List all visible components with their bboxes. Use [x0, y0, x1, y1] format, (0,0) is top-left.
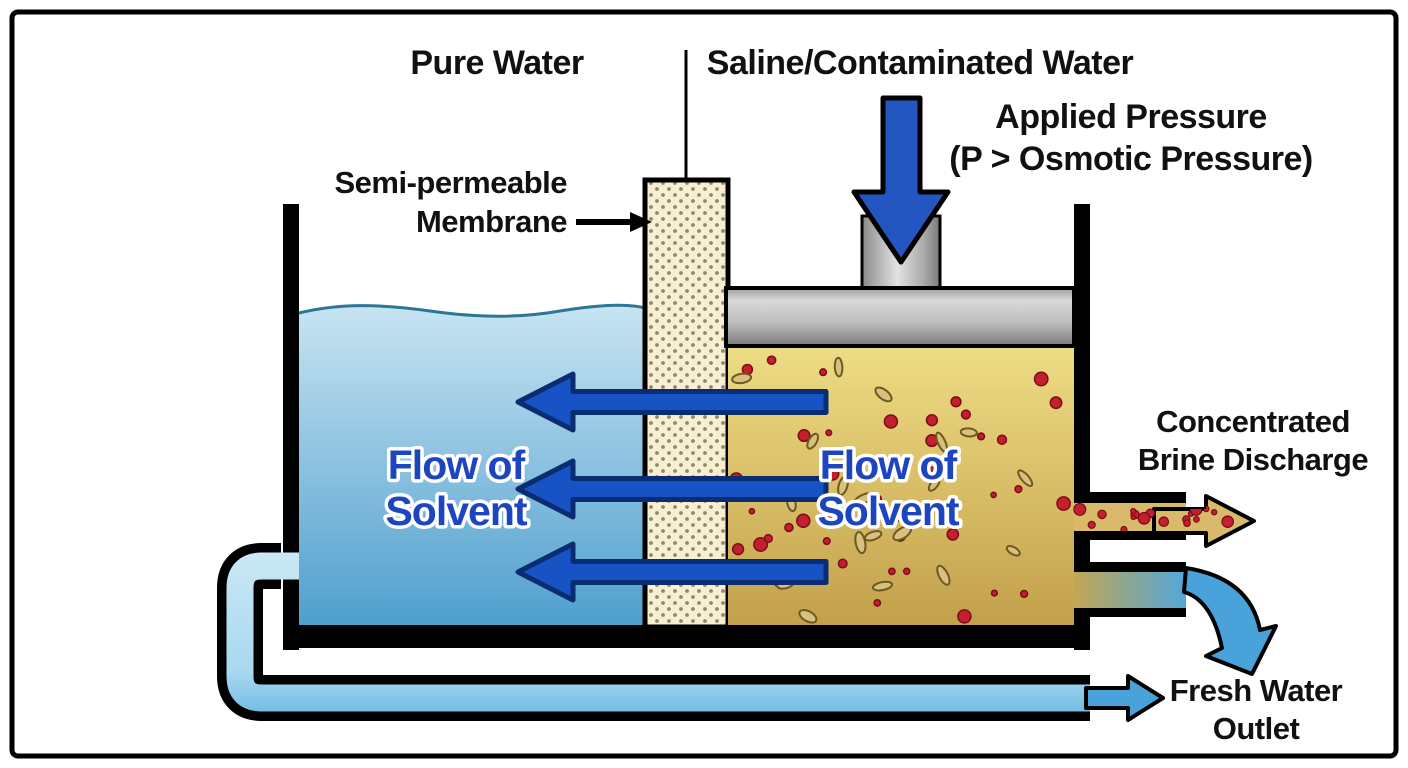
brine-pipe-top-wall	[1086, 492, 1186, 503]
applied-pressure-label-line1: Applied Pressure	[995, 98, 1267, 136]
fresh-water-pipe-fluid	[226, 552, 1090, 712]
flow-arrow-bottom-icon	[515, 541, 829, 603]
fresh-water-outlet-arrow-icon	[1084, 674, 1165, 722]
fresh-pipe-top-wall	[1086, 562, 1186, 572]
applied-pressure-label-line2: (P > Osmotic Pressure)	[949, 140, 1312, 178]
fresh-outlet-fluid	[1070, 572, 1186, 608]
flow-of-solvent-right-line2: Solvent	[817, 488, 959, 534]
flow-arrow-top-icon	[515, 371, 829, 433]
fresh-water-label-line2: Outlet	[1213, 711, 1300, 746]
flow-of-solvent-right-line1: Flow of	[820, 442, 958, 488]
pure-water-label: Pure Water	[410, 44, 584, 82]
fresh-water-label-line1: Fresh Water	[1170, 673, 1343, 708]
applied-pressure-arrow-icon	[851, 95, 951, 265]
tank-left-wall	[283, 204, 299, 650]
water-surface-line	[298, 303, 646, 318]
brine-discharge-label-line1: Concentrated	[1156, 404, 1350, 439]
brine-pipe-bottom-wall	[1086, 530, 1186, 540]
membrane-pointer-arrow-head	[630, 212, 652, 232]
piston-plate	[724, 286, 1076, 348]
saline-water-label: Saline/Contaminated Water	[707, 44, 1134, 82]
tank-bottom-wall	[283, 625, 1090, 648]
flow-of-solvent-left-line1: Flow of	[388, 442, 526, 488]
fresh-water-curved-arrow-icon	[1182, 566, 1278, 676]
brine-discharge-label-line2: Brine Discharge	[1138, 442, 1369, 477]
membrane-label-line2: Membrane	[416, 204, 567, 239]
brine-particles	[1073, 502, 1234, 534]
flow-arrow-middle-icon	[515, 458, 829, 520]
flow-of-solvent-left-line2: Solvent	[385, 488, 527, 534]
saline-particles	[729, 355, 1071, 624]
fresh-pipe-bottom-wall	[1086, 607, 1186, 617]
membrane-label-line1: Semi-permeable	[335, 165, 568, 200]
